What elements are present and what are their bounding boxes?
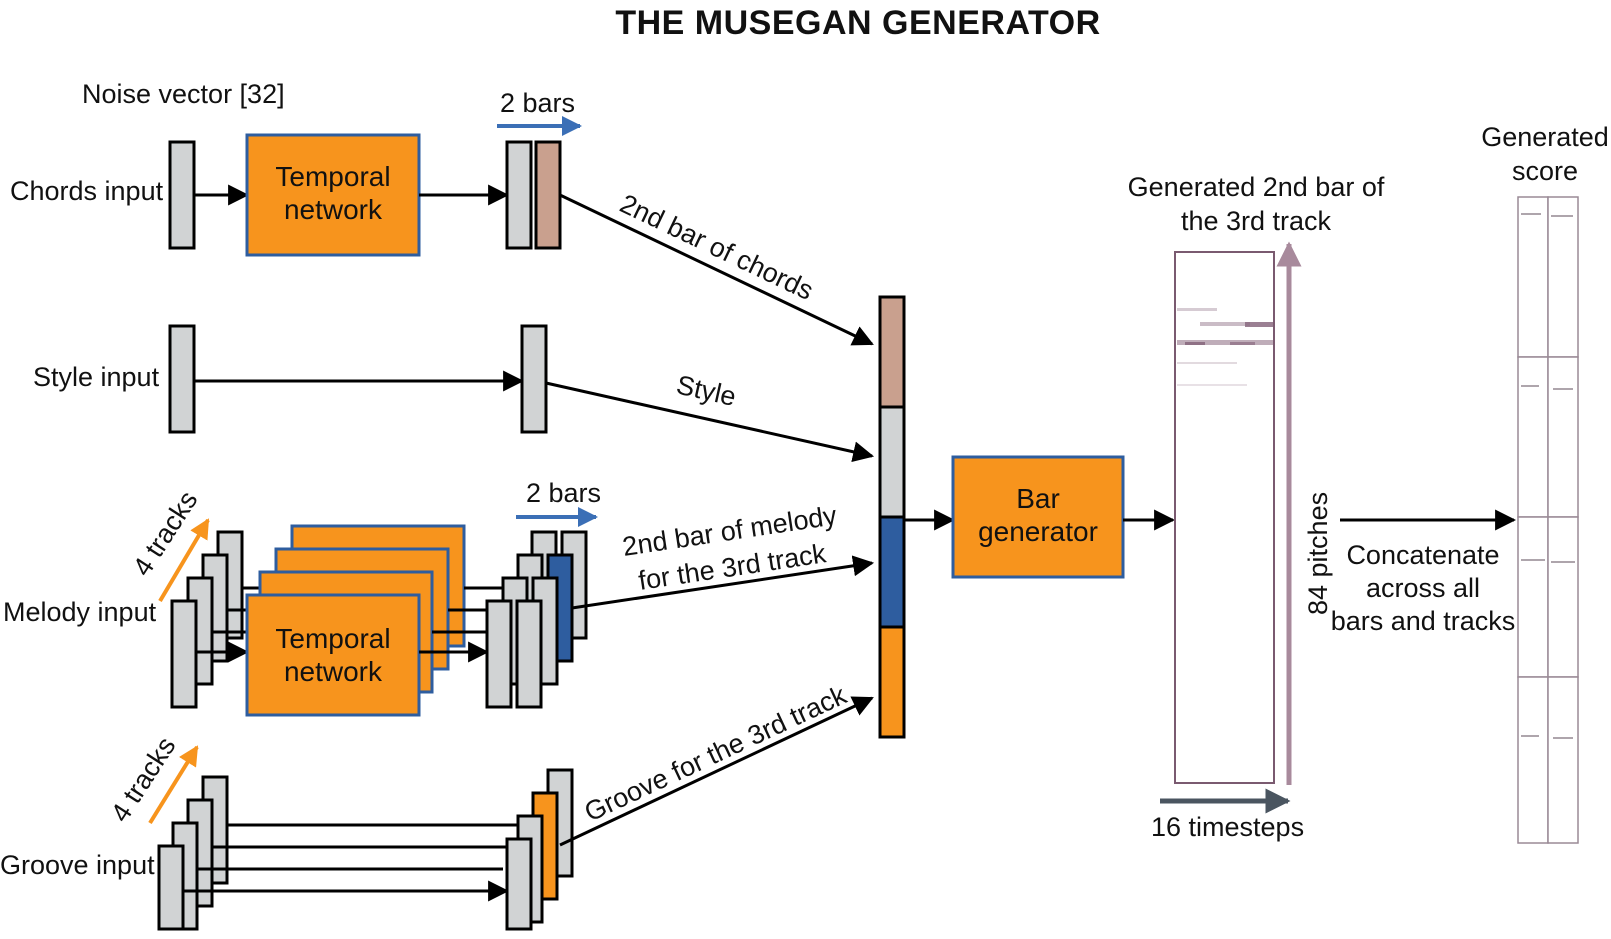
style-input-label: Style input [33, 362, 160, 392]
style-to-latent-arrow [545, 381, 875, 463]
style-noise-bar [168, 324, 196, 434]
note [1177, 384, 1247, 386]
latent-segment-style [878, 405, 906, 519]
four-tracks-label-melody: 4 tracks [127, 486, 204, 582]
piano-roll-notes [1177, 308, 1273, 386]
bar-generator-box [951, 455, 1125, 579]
style-bar [520, 324, 548, 434]
note [1177, 362, 1237, 364]
score-cell-track1-bar4 [1517, 676, 1549, 844]
note [1245, 322, 1273, 327]
melody-temporal-network-box-1 [245, 593, 421, 717]
note [1521, 559, 1545, 561]
melody-bar-1b [515, 599, 543, 709]
score-cell-track1-bar3 [1517, 516, 1549, 678]
note [1521, 735, 1539, 737]
two-bars-label-chords: 2 bars [500, 88, 575, 118]
chords-noise-bar [168, 140, 196, 250]
generated-score-title-line1: Generated [1481, 122, 1609, 152]
latent-segment-groove [878, 625, 906, 739]
groove-input-label: Groove input [0, 850, 155, 880]
melody-bar-1a [485, 599, 513, 709]
melody-noise-bar-1 [170, 599, 198, 709]
four-tracks-arrow-groove [148, 745, 199, 825]
groove-bar-1 [505, 837, 533, 931]
note [1553, 737, 1573, 739]
note [1551, 561, 1575, 563]
concatenate-label-line2: across all [1366, 573, 1480, 603]
four-tracks-arrow-melody [158, 518, 210, 603]
temporal-network-label-line1: Temporal [275, 161, 390, 192]
score-cell-track1-bar1 [1517, 196, 1549, 358]
score-cell-track2-bar2 [1547, 356, 1579, 518]
generated-bar-piano-roll [1174, 251, 1275, 784]
generated-score-notes [1521, 213, 1575, 739]
edge-label-style: Style [674, 370, 739, 412]
edge-label-groove: Groove for the 3rd track [580, 680, 852, 828]
note [1185, 342, 1205, 345]
generated-bar-title-line1: Generated 2nd bar of [1128, 172, 1385, 202]
note [1553, 388, 1573, 390]
latent-segment-chords [878, 295, 906, 409]
melody-temporal-network-label-line1: Temporal [275, 623, 390, 654]
concatenate-label-line3: bars and tracks [1331, 606, 1516, 636]
score-cell-track2-bar3 [1547, 516, 1579, 678]
bar-generator-label-line1: Bar [1016, 483, 1060, 514]
note [1551, 215, 1573, 217]
concatenate-label-line1: Concatenate [1346, 540, 1499, 570]
chords-to-latent-arrow [559, 193, 874, 346]
note [1521, 213, 1541, 215]
note [1177, 308, 1217, 311]
four-tracks-label-groove: 4 tracks [105, 732, 182, 828]
temporal-network-label-line2: network [284, 194, 383, 225]
note [1177, 340, 1273, 345]
edge-label-chords: 2nd bar of chords [615, 188, 818, 306]
note [1200, 322, 1250, 326]
melody-to-latent-arrow [571, 555, 875, 610]
chords-input-label: Chords input [10, 176, 164, 206]
bar-generator-label-line2: generator [978, 516, 1098, 547]
generated-score-title-line2: score [1512, 156, 1578, 186]
latent-segment-melody [878, 515, 906, 629]
melody-temporal-network-label-line2: network [284, 656, 383, 687]
melody-input-label: Melody input [3, 597, 157, 627]
score-cell-track1-bar2 [1517, 356, 1549, 518]
generated-bar-title-line2: the 3rd track [1181, 206, 1332, 236]
two-bars-label-melody: 2 bars [526, 478, 601, 508]
score-cell-track2-bar1 [1547, 196, 1579, 358]
generated-score-grid [1517, 196, 1579, 844]
chords-bar-2 [534, 140, 562, 250]
groove-noise-bar-1 [157, 844, 185, 931]
note [1230, 342, 1255, 345]
groove-to-latent-arrow [559, 696, 874, 847]
noise-vector-label: Noise vector [32] [82, 79, 285, 109]
pitches-label: 84 pitches [1303, 492, 1333, 615]
score-cell-track2-bar4 [1547, 676, 1579, 844]
note [1521, 385, 1539, 387]
chords-bar-1 [505, 140, 533, 250]
timesteps-label: 16 timesteps [1151, 812, 1304, 842]
diagram-title: THE MUSEGAN GENERATOR [615, 4, 1100, 42]
